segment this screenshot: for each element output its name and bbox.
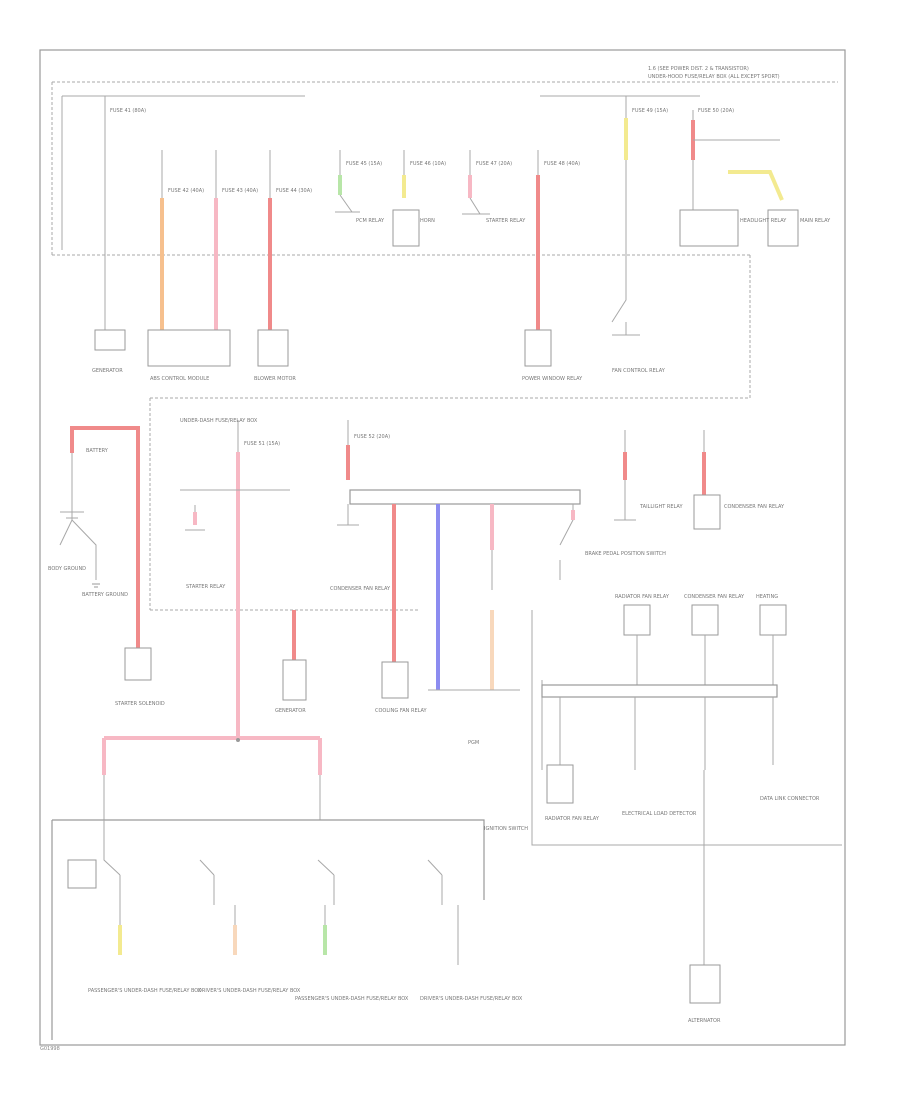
fuse-label: FUSE 41 (80A) xyxy=(110,108,146,114)
bottom-label: PASSENGER'S UNDER-DASH FUSE/RELAY BOX xyxy=(88,988,202,994)
footer-code: G01998 xyxy=(40,1046,60,1052)
headlight-relay xyxy=(679,209,739,247)
bottom-label: DRIVER'S UNDER-DASH FUSE/RELAY BOX xyxy=(198,988,301,994)
fuse-label: FUSE 44 (30A) xyxy=(276,188,312,194)
component-label: RADIATOR FAN RELAY xyxy=(545,816,600,822)
relay-bus-bar xyxy=(541,684,778,698)
fuse-column-9: FUSE 50 (20A) HEADLIGHT RELAY MAIN RELAY xyxy=(679,108,831,247)
component-label: MAIN RELAY xyxy=(800,218,831,224)
underdash-section: UNDER-DASH FUSE/RELAY BOX FUSE 51 (15A) … xyxy=(180,418,785,746)
relay-box-2 xyxy=(691,604,719,636)
component-label: TAILLIGHT RELAY xyxy=(639,504,683,510)
component-label: HORN xyxy=(420,218,435,224)
generator-top xyxy=(94,329,126,351)
component-label: BATTERY GROUND xyxy=(82,592,128,598)
fuse-label: FUSE 42 (40A) xyxy=(168,188,204,194)
component-label: CONDENSER FAN RELAY xyxy=(684,594,745,600)
underhood-box-outline xyxy=(51,81,838,611)
component-label: GENERATOR xyxy=(275,708,306,714)
heating-relay xyxy=(689,964,721,1004)
main-relay-block xyxy=(767,209,799,247)
ignition-contact-1 xyxy=(67,859,97,889)
component-label: ALTERNATOR xyxy=(688,1018,721,1024)
component-label: PGM xyxy=(468,740,479,746)
component-label: POWER WINDOW RELAY xyxy=(522,376,583,382)
component-label: ABS CONTROL MODULE xyxy=(150,376,209,382)
bottom-outputs: PASSENGER'S UNDER-DASH FUSE/RELAY BOX DR… xyxy=(88,905,523,1002)
component-label: HEATING xyxy=(756,594,778,600)
right-relay-group: RADIATOR FAN RELAY CONDENSER FAN RELAY H… xyxy=(531,594,842,1024)
blower-motor xyxy=(257,329,289,367)
box-label: IGNITION SWITCH xyxy=(484,826,528,832)
component-label: COOLING FAN RELAY xyxy=(375,708,428,714)
fuse-column-1: FUSE 41 (80A) GENERATOR xyxy=(92,96,146,374)
component-label: UNDER-DASH FUSE/RELAY BOX xyxy=(180,418,258,424)
component-label: STARTER RELAY xyxy=(186,584,226,590)
fuse-label: FUSE 46 (10A) xyxy=(410,161,446,167)
fuse-bus-bar xyxy=(349,489,581,505)
fuse-label: FUSE 43 (40A) xyxy=(222,188,258,194)
relay-box-3 xyxy=(759,604,787,636)
component-label: ELECTRICAL LOAD DETECTOR xyxy=(622,811,697,817)
fuse-column-6: FUSE 47 (20A) STARTER RELAY xyxy=(462,150,526,224)
fuse-label: FUSE 45 (15A) xyxy=(346,161,382,167)
outer-frame xyxy=(39,49,846,1046)
fuse-label: FUSE 51 (15A) xyxy=(244,441,280,447)
component-label: GENERATOR xyxy=(92,368,123,374)
relay-box-1 xyxy=(623,604,651,636)
bottom-label: DRIVER'S UNDER-DASH FUSE/RELAY BOX xyxy=(420,996,523,1002)
radiator-fan-relay xyxy=(546,764,574,804)
component-label: HEADLIGHT RELAY xyxy=(740,218,787,224)
fuse-column-7: FUSE 48 (40A) POWER WINDOW RELAY xyxy=(522,150,583,382)
fuse-column-2: FUSE 42 (40A) FUSE 43 (40A) ABS CONTROL … xyxy=(147,150,258,382)
ignition-switch-section: IGNITION SWITCH xyxy=(51,736,528,1040)
title-line-1: 1.6 (SEE POWER DIST. 2 & TRANSISTOR) xyxy=(648,66,749,72)
battery-section: BATTERY BODY GROUND BATTERY GROUND START… xyxy=(48,426,165,707)
fuse-column-8: FUSE 49 (15A) FAN CONTROL RELAY xyxy=(611,96,668,374)
component-label: BATTERY xyxy=(86,448,109,454)
fuse-column-4: FUSE 45 (15A) PCM RELAY xyxy=(335,150,385,224)
fuse-label: FUSE 50 (20A) xyxy=(698,108,734,114)
component-label: PCM RELAY xyxy=(356,218,385,224)
generator-lower xyxy=(282,659,307,701)
fuse-label: FUSE 47 (20A) xyxy=(476,161,512,167)
horn-relay xyxy=(392,209,420,247)
cooling-fan-relay xyxy=(381,661,409,699)
ignition-switch-box xyxy=(51,819,485,1040)
component-label: RADIATOR FAN RELAY xyxy=(615,594,670,600)
fuse-label: FUSE 52 (20A) xyxy=(354,434,390,440)
component-label: BLOWER MOTOR xyxy=(254,376,296,382)
fuse-label: FUSE 48 (40A) xyxy=(544,161,580,167)
component-label: BODY GROUND xyxy=(48,566,86,572)
component-label: CONDENSER FAN RELAY xyxy=(330,586,391,592)
fuse-label: FUSE 49 (15A) xyxy=(632,108,668,114)
title-line-2: UNDER-HOOD FUSE/RELAY BOX (ALL EXCEPT SP… xyxy=(648,74,780,80)
component-label: CONDENSER FAN RELAY xyxy=(724,504,785,510)
fuse-column-3: FUSE 44 (30A) BLOWER MOTOR xyxy=(254,150,312,382)
condenser-fan-relay xyxy=(693,494,721,530)
bottom-label: PASSENGER'S UNDER-DASH FUSE/RELAY BOX xyxy=(295,996,409,1002)
component-label: DATA LINK CONNECTOR xyxy=(760,796,820,802)
power-window-relay xyxy=(524,329,552,367)
component-label: STARTER SOLENOID xyxy=(115,701,165,707)
component-label: FAN CONTROL RELAY xyxy=(612,368,666,374)
starter-solenoid xyxy=(124,647,152,681)
underhood-top-rail xyxy=(61,95,700,250)
component-label: STARTER RELAY xyxy=(486,218,526,224)
abs-control-module xyxy=(147,329,231,367)
fuse-column-5: FUSE 46 (10A) HORN xyxy=(392,150,446,247)
component-label: BRAKE PEDAL POSITION SWITCH xyxy=(585,551,666,557)
